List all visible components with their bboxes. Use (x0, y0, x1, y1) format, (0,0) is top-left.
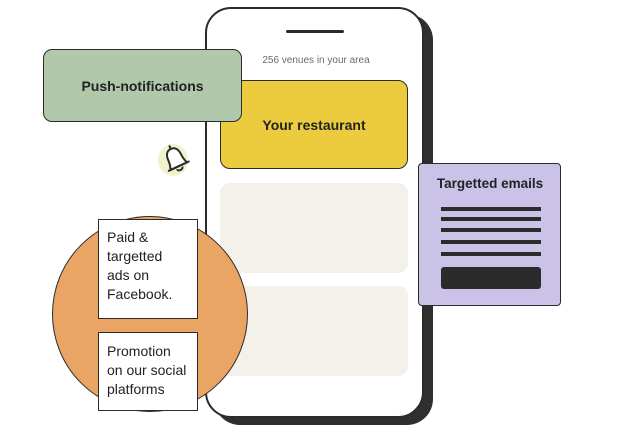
targetted-emails-title: Targetted emails (436, 176, 544, 191)
restaurant-card[interactable]: Your restaurant (220, 80, 408, 169)
note-line: on our social (107, 362, 187, 378)
phone-speaker (286, 30, 344, 33)
push-notifications-label: Push-notifications (81, 77, 204, 94)
venues-count-text: 256 venues in your area (262, 55, 370, 66)
placeholder-card-1 (220, 183, 408, 273)
placeholder-card-2 (220, 286, 408, 376)
push-notifications-card: Push-notifications (43, 49, 242, 122)
social-promotion-note: Promotion on our social platforms (98, 332, 198, 411)
email-text-line (441, 217, 541, 221)
email-text-line (441, 252, 541, 256)
restaurant-card-label: Your restaurant (262, 116, 366, 133)
note-line: ads on (107, 267, 150, 283)
bell-icon (165, 145, 190, 172)
email-text-line (441, 240, 541, 244)
note-line: Facebook. (107, 286, 173, 302)
note-line: Paid & (107, 229, 149, 245)
email-text-line (441, 228, 541, 232)
note-line: targetted (107, 248, 163, 264)
note-line: Promotion (107, 343, 171, 359)
email-cta-button (441, 267, 541, 289)
email-text-line (441, 207, 541, 211)
facebook-ads-note: Paid & targetted ads on Facebook. (98, 219, 198, 319)
note-line: platforms (107, 381, 165, 397)
